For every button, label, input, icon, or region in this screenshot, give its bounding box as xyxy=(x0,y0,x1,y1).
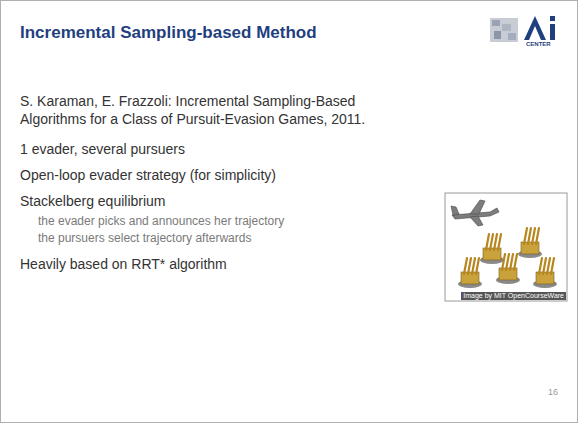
sub-bullet: the evader picks and announces her traje… xyxy=(38,213,284,229)
bullet: Heavily based on RRT* algorithm xyxy=(20,255,227,273)
evader-aircraft xyxy=(451,200,499,226)
illustration xyxy=(445,193,567,301)
illustration-frame xyxy=(445,193,567,301)
bullet: Stackelberg equilibrium xyxy=(20,192,166,210)
bullet: 1 evader, several pursuers xyxy=(20,140,185,158)
sub-bullet: the pursuers select trajectory afterward… xyxy=(38,230,251,246)
page-number: 16 xyxy=(548,383,558,401)
pursuer-turret xyxy=(533,258,557,288)
logo-ai-mark xyxy=(524,16,555,40)
pursuer-turret xyxy=(458,258,482,288)
logo-text: CENTER xyxy=(526,41,551,48)
pursuer-turret xyxy=(480,234,504,264)
pursuer-turret xyxy=(518,228,542,258)
image-credit: Image by MIT OpenCourseWare xyxy=(461,292,566,300)
pursuer-turret xyxy=(496,254,520,284)
slide-title: Incremental Sampling-based Method xyxy=(20,24,317,42)
pursuer-turrets xyxy=(458,228,557,288)
citation: S. Karaman, E. Frazzoli: Incremental Sam… xyxy=(20,92,405,128)
logo-mosaic xyxy=(490,18,518,42)
bullet: Open-loop evader strategy (for simplicit… xyxy=(20,166,276,184)
